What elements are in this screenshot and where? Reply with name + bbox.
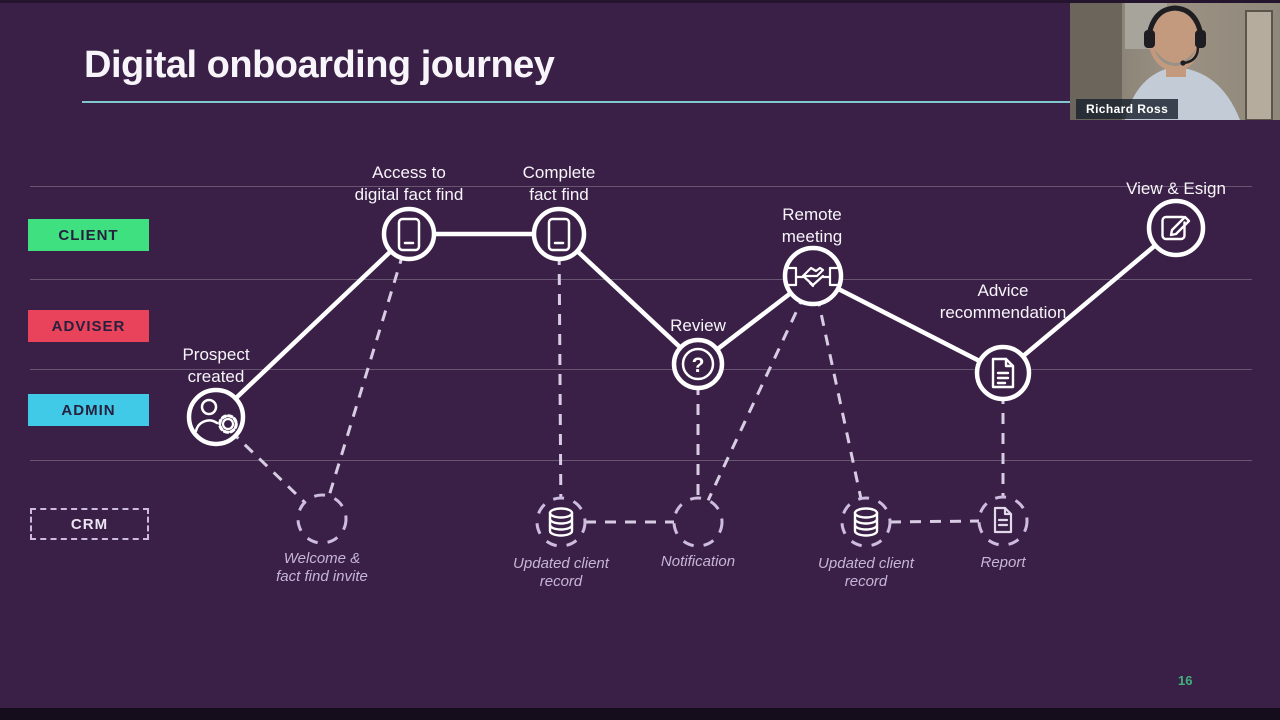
- headset-mic-icon: [1183, 46, 1200, 65]
- document-icon: [991, 357, 1015, 389]
- headset-mic-tip-icon: [1180, 60, 1186, 66]
- lane-badge-client: CLIENT: [28, 219, 149, 251]
- node-view-esign: [1146, 198, 1206, 258]
- database-icon: [548, 507, 574, 537]
- lane-badge-admin: ADMIN: [28, 394, 149, 426]
- top-letterbox-strip: [0, 0, 1280, 3]
- presenter-head: [1149, 11, 1201, 71]
- label-complete-fact-find: Complete fact find: [522, 163, 596, 204]
- headset-earcup-icon: [1144, 30, 1155, 48]
- report-document-icon: [993, 506, 1013, 534]
- label-review: Review: [670, 316, 726, 335]
- dashed-connectors: [214, 233, 1005, 524]
- person-gear-icon: [194, 398, 238, 434]
- headset-earcup-icon: [1195, 30, 1206, 48]
- label-access-fact-find: Access to digital fact find: [354, 163, 464, 204]
- esign-pencil-icon: [1161, 215, 1191, 241]
- connector-record2-to-report: [889, 519, 980, 524]
- node-prospect-created: [186, 387, 246, 447]
- lane-line-4: [30, 460, 1252, 461]
- label-report: Report: [980, 554, 1026, 571]
- smartphone-icon: [397, 217, 421, 252]
- webcam-video: Richard Ross: [1070, 3, 1280, 120]
- label-welcome-invite: Welcome & fact find invite: [276, 550, 368, 586]
- label-view-esign: View & Esign: [1126, 179, 1226, 198]
- question-mark-icon: ?: [681, 347, 715, 381]
- crm-node-notification: [672, 496, 724, 548]
- label-remote-meeting: Remote meeting: [781, 205, 843, 246]
- room-door: [1245, 10, 1273, 120]
- crm-node-welcome: [296, 493, 348, 545]
- headset-band-icon: [1146, 5, 1204, 36]
- title-underline: [82, 101, 1072, 103]
- crm-node-record1: [535, 496, 587, 548]
- connector-access-to-welcome: [320, 233, 411, 520]
- label-advice-recommendation: Advice recommendation: [939, 281, 1067, 322]
- connector-meeting-to-notification: [696, 275, 815, 523]
- svg-text:?: ?: [692, 354, 705, 377]
- lane-badge-adviser: ADVISER: [28, 310, 149, 342]
- lane-line-1: [30, 186, 1252, 187]
- node-access-fact-find: [381, 206, 437, 262]
- lane-line-3: [30, 369, 1252, 370]
- presenter-name-badge: Richard Ross: [1076, 99, 1179, 119]
- label-updated-record-2: Updated client record: [818, 555, 914, 591]
- node-review: [671, 337, 725, 391]
- lane-line-2: [30, 279, 1252, 280]
- page-title: Digital onboarding journey: [84, 44, 555, 86]
- crm-node-record2: [840, 496, 892, 548]
- page-number: 16: [1178, 673, 1193, 688]
- connector-complete-to-record1: [557, 233, 563, 523]
- smartphone-icon: [547, 217, 571, 252]
- lane-badge-crm: CRM: [30, 508, 149, 540]
- label-notification: Notification: [660, 553, 736, 570]
- label-updated-record-1: Updated client record: [513, 555, 609, 591]
- bottom-letterbox-strip: [0, 708, 1280, 720]
- node-complete-fact-find: [531, 206, 587, 262]
- label-prospect-created: Prospect created: [182, 345, 250, 386]
- handshake-icon: [786, 266, 840, 288]
- connector-meeting-to-record2: [811, 275, 868, 523]
- database-icon: [853, 507, 879, 537]
